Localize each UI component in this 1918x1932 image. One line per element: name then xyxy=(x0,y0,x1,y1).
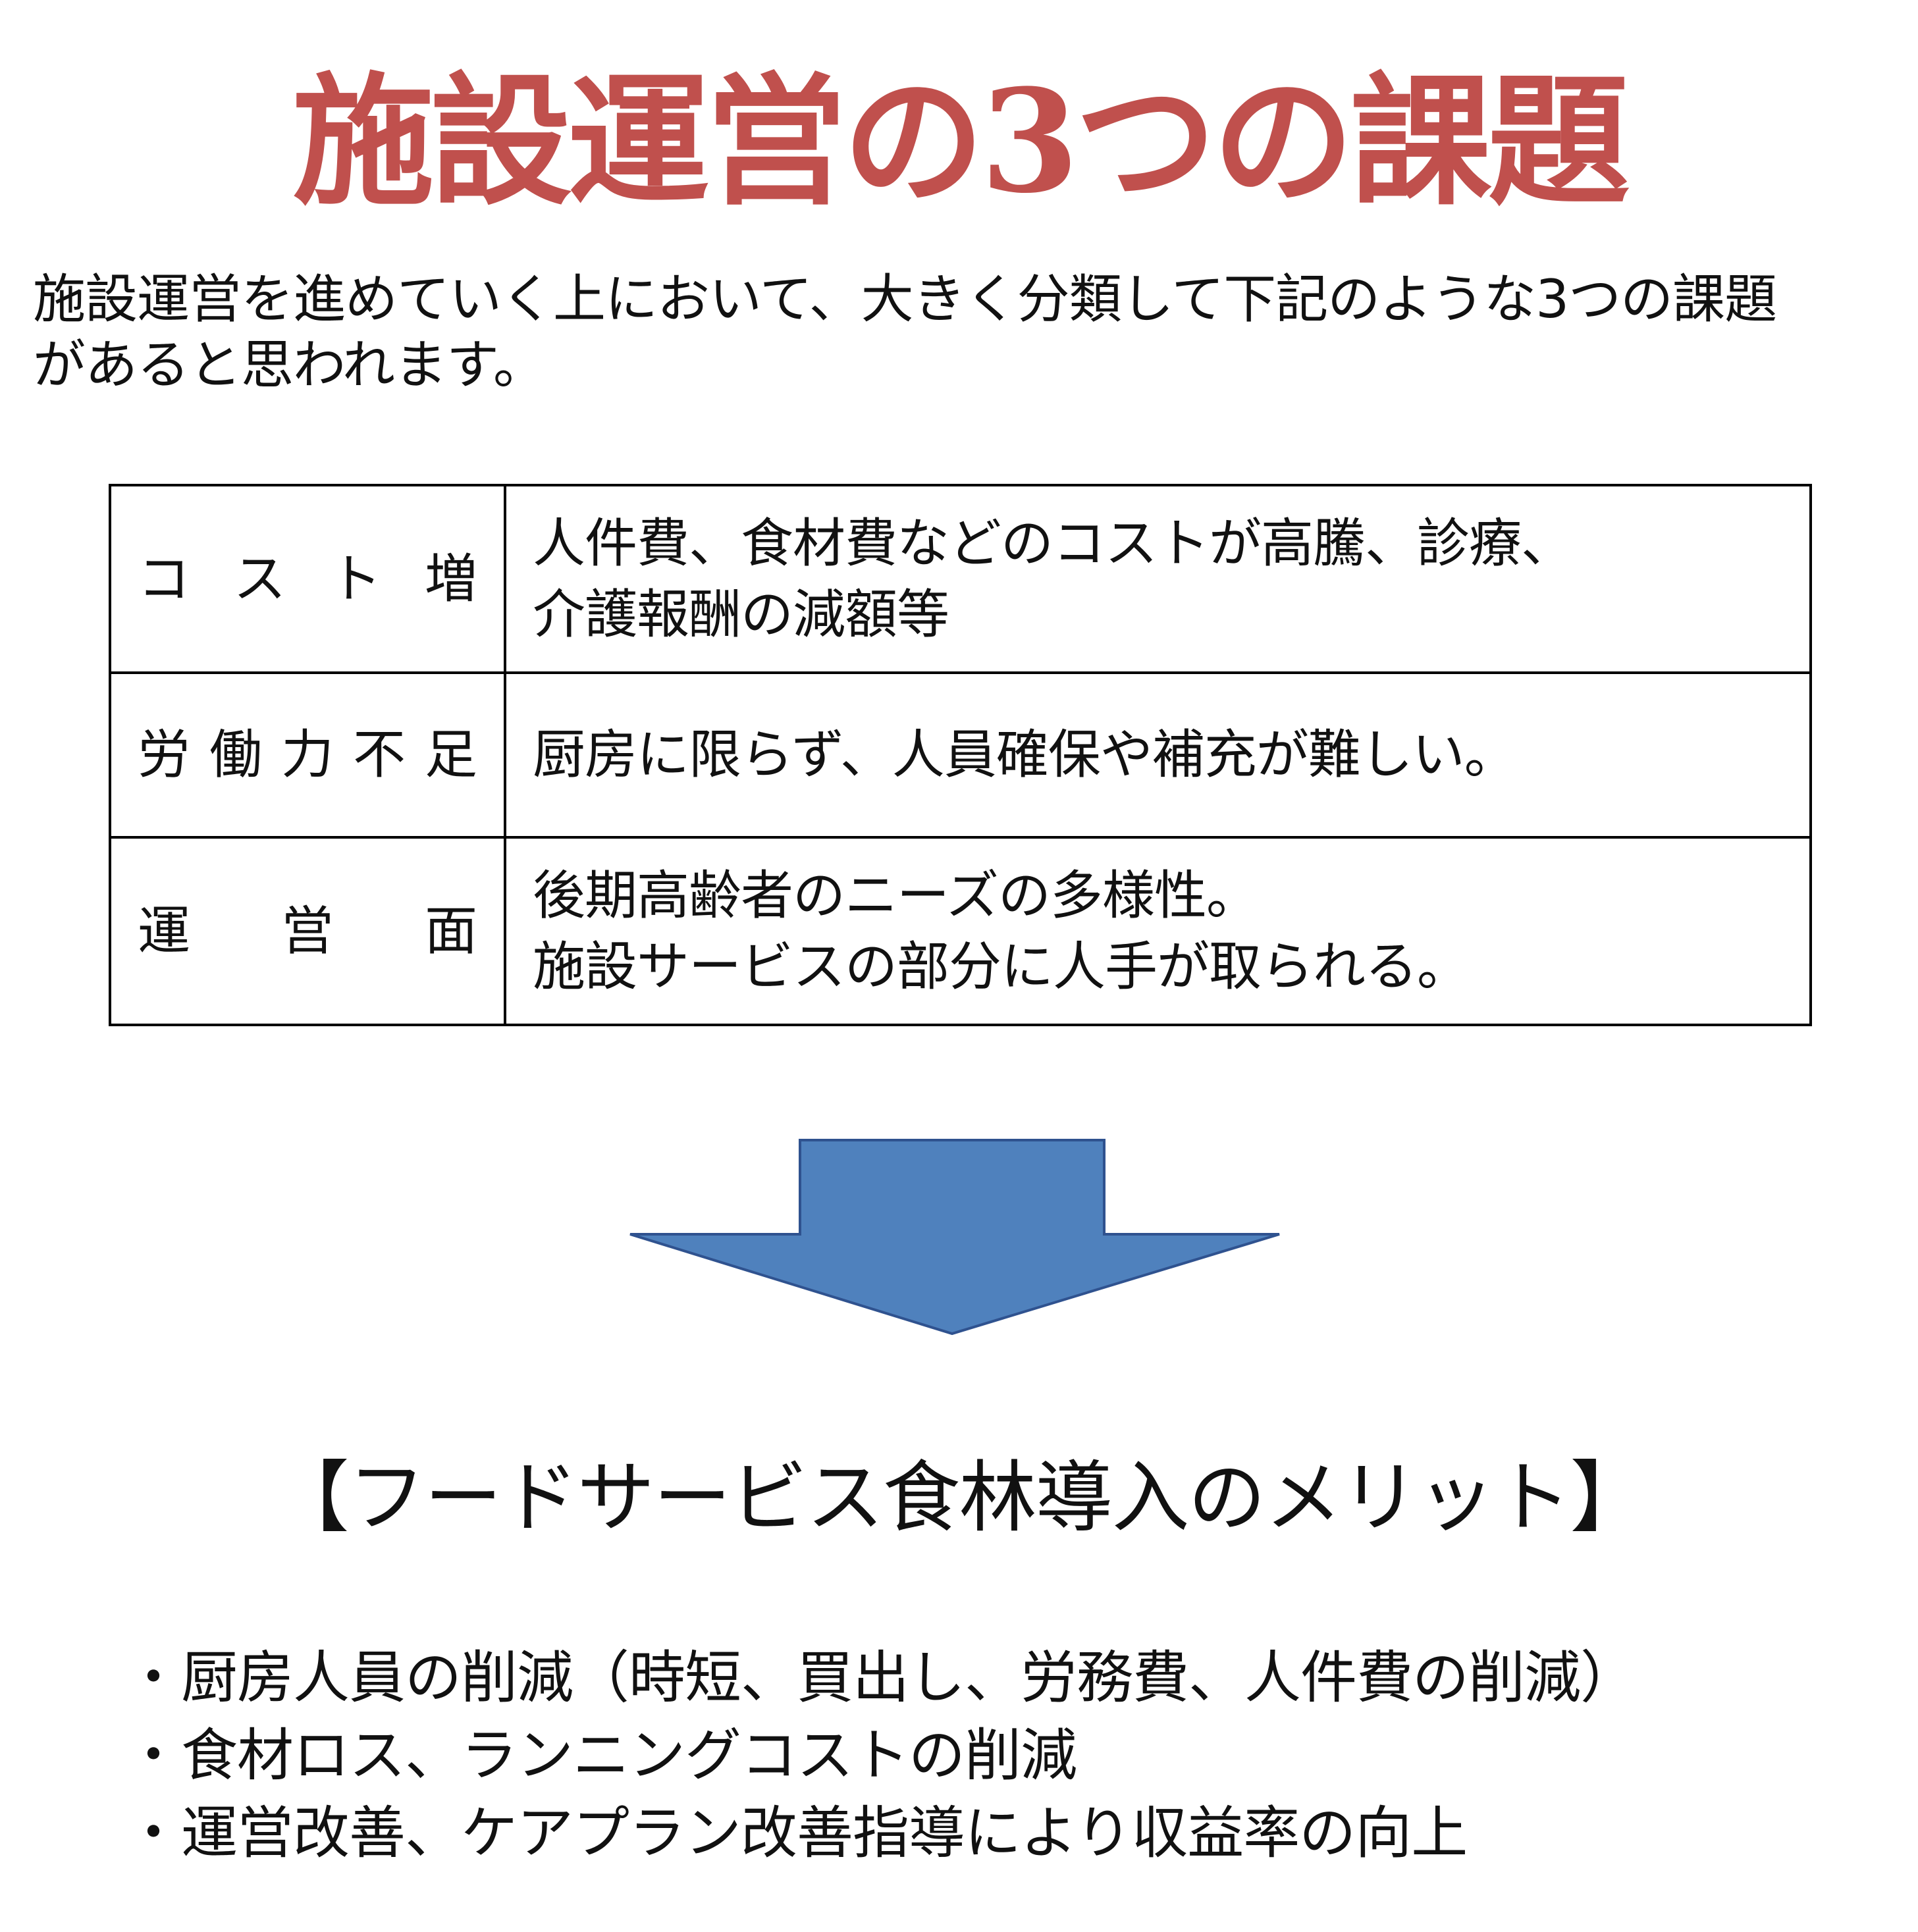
description-line: 人件費、食材費などのコストが高騰、診療、 xyxy=(533,512,1574,574)
intro-line: があると思われます。 xyxy=(33,334,546,396)
category-cell: コスト増 xyxy=(109,484,506,674)
intro-line: 施設運営を進めていく上において、大きく分類して下記のような3つの課題 xyxy=(33,269,1777,330)
description-line: 厨房に限らず、人員確保や補充が難しい。 xyxy=(533,724,1517,785)
description-line: 施設サービスの部分に人手が取られる。 xyxy=(533,935,1470,997)
category-cell: 運営面 xyxy=(109,836,506,1026)
down-arrow-icon xyxy=(629,1139,1280,1336)
description-line: 介護報酬の減額等 xyxy=(533,583,949,645)
category-cell: 労働力不足 xyxy=(109,671,506,839)
table-row: 運営面 後期高齢者のニーズの多様性。 施設サービスの部分に人手が取られる。 xyxy=(109,836,1812,1026)
intro-text: 施設運営を進めていく上において、大きく分類して下記のような3つの課題 があると思… xyxy=(33,267,1890,398)
page-title: 施設運営の3つの課題 xyxy=(292,58,1630,224)
category-label: 運営面 xyxy=(138,900,477,962)
list-item: ・食材ロス、ランニングコストの削減 xyxy=(125,1723,1077,1788)
description-cell: 厨房に限らず、人員確保や補充が難しい。 xyxy=(504,671,1812,839)
list-item: ・厨房人員の削減（時短、買出し、労務費、人件費の削減） xyxy=(125,1645,1637,1711)
down-arrow-shape xyxy=(629,1139,1280,1336)
table-row: コスト増 人件費、食材費などのコストが高騰、診療、 介護報酬の減額等 xyxy=(109,484,1812,674)
issues-table: コスト増 人件費、食材費などのコストが高騰、診療、 介護報酬の減額等 労働力不足… xyxy=(109,484,1812,1026)
merits-heading: 【フードサービス食林導入のメリット】 xyxy=(271,1452,1647,1543)
table-row: 労働力不足 厨房に限らず、人員確保や補充が難しい。 xyxy=(109,671,1812,839)
category-label: コスト増 xyxy=(138,548,477,610)
category-label: 労働力不足 xyxy=(138,724,477,785)
merits-list: ・厨房人員の削減（時短、買出し、労務費、人件費の削減） ・食材ロス、ランニングコ… xyxy=(125,1639,1637,1872)
description-cell: 人件費、食材費などのコストが高騰、診療、 介護報酬の減額等 xyxy=(504,484,1812,674)
description-cell: 後期高齢者のニーズの多様性。 施設サービスの部分に人手が取られる。 xyxy=(504,836,1812,1026)
list-item: ・運営改善、ケアプラン改善指導により収益率の向上 xyxy=(125,1800,1468,1866)
description-line: 後期高齢者のニーズの多様性。 xyxy=(533,864,1259,926)
